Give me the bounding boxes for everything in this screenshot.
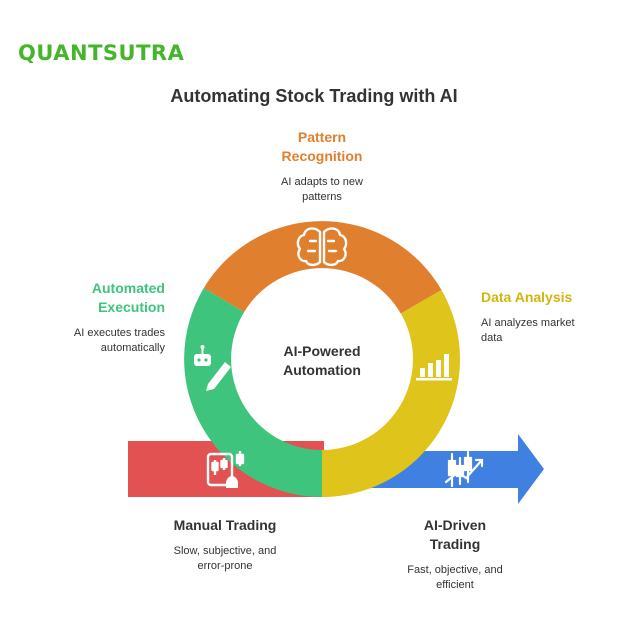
data-desc-line2: data — [481, 332, 503, 344]
ai-title-line1: AI-Driven — [423, 517, 487, 533]
data-analysis-desc: AI analyzes market data — [481, 316, 621, 346]
data-analysis-title: Data Analysis — [481, 289, 573, 305]
brand-logo: QUANTSUTRA — [18, 40, 184, 66]
manual-desc-line2: error-prone — [197, 560, 253, 572]
execution-title-line1: Automated — [91, 280, 165, 296]
ai-desc-line1: Fast, objective, and — [407, 564, 503, 576]
automated-execution-block: Automated Execution AI executes trades a… — [40, 279, 165, 356]
pattern-desc-line2: patterns — [302, 191, 342, 203]
center-label-line2: Automation — [283, 362, 361, 378]
diagram-title: Automating Stock Trading with AI — [170, 86, 458, 106]
data-desc-line1: AI analyzes market — [481, 317, 575, 329]
ai-driven-trading-title: AI-Driven Trading — [380, 516, 530, 554]
pattern-title-line1: Pattern — [297, 129, 347, 145]
bar-chart-icon — [416, 354, 452, 381]
manual-trading-block: Manual Trading Slow, subjective, and err… — [150, 516, 300, 574]
ai-driven-trading-desc: Fast, objective, and efficient — [380, 563, 530, 593]
ring-segment-data — [322, 290, 460, 497]
brain-icon — [296, 227, 348, 267]
execution-desc-line2: automatically — [100, 342, 165, 354]
ai-desc-line2: efficient — [436, 579, 474, 591]
logo-text: QUANTSUTRA — [18, 41, 185, 65]
manual-desc-line1: Slow, subjective, and — [173, 545, 277, 557]
data-analysis-block: Data Analysis AI analyzes market data — [481, 288, 621, 346]
pattern-recognition-title: Pattern Recognition — [236, 128, 408, 166]
manual-trading-desc: Slow, subjective, and error-prone — [150, 544, 300, 574]
execution-title-line2: Execution — [98, 299, 165, 315]
ai-title-line2: Trading — [429, 536, 481, 552]
tablet-candles-icon — [206, 451, 245, 488]
automated-execution-desc: AI executes trades automatically — [40, 326, 165, 356]
pattern-desc-line1: AI adapts to new — [281, 176, 363, 188]
center-label-line1: AI-Powered — [283, 343, 361, 359]
ai-driven-trading-block: AI-Driven Trading Fast, objective, and e… — [380, 516, 530, 593]
ring-segment-pattern — [203, 221, 442, 314]
execution-desc-line1: AI executes trades — [73, 327, 165, 339]
candlestick-trend-icon — [444, 450, 484, 488]
ring-segment-execution — [184, 288, 322, 497]
pattern-title-line2: Recognition — [281, 148, 363, 164]
robot-pen-icon — [194, 345, 231, 391]
automated-execution-title: Automated Execution — [40, 279, 165, 317]
center-label: AI-Powered Automation — [262, 342, 382, 380]
pattern-recognition-desc: AI adapts to new patterns — [236, 175, 408, 205]
pattern-recognition-block: Pattern Recognition AI adapts to new pat… — [236, 128, 408, 205]
manual-trading-title: Manual Trading — [173, 517, 277, 533]
